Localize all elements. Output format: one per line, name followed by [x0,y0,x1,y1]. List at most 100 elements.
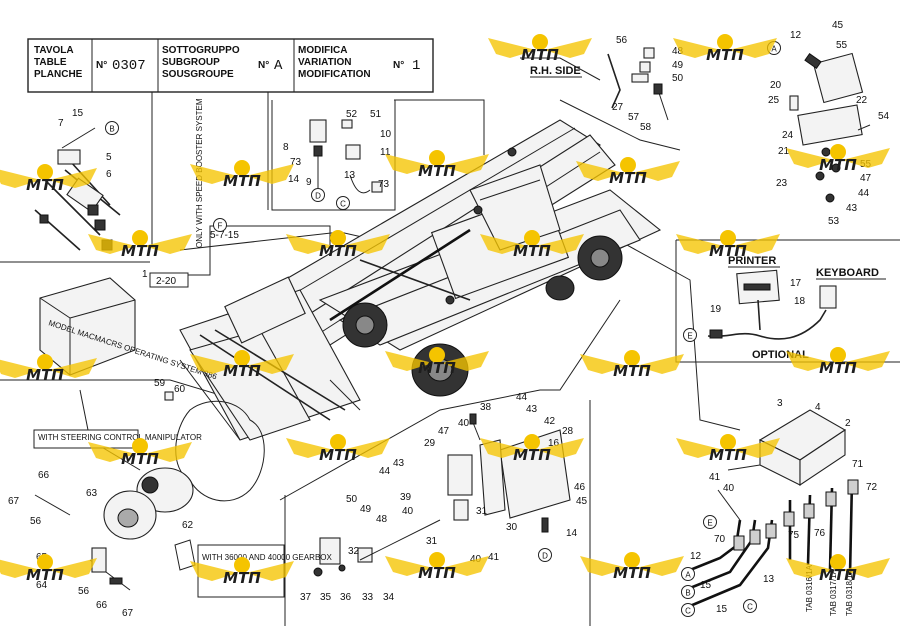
part-number-15: 15 [72,108,84,119]
part-number-18: 18 [794,296,806,307]
svg-text:МТП: МТП [819,359,857,377]
part-number-56: 56 [616,35,628,46]
header-subgroup-label: SUBGROUP [162,57,220,68]
svg-text:МТП: МТП [26,566,64,584]
svg-text:D: D [315,192,321,201]
part-number-15: 15 [716,604,728,615]
part-number-50: 50 [346,494,358,505]
part-number-76: 76 [814,528,826,539]
callout-d: D [311,188,325,202]
callout-c: C [681,603,695,617]
watermark-logo: МТП [385,347,489,377]
svg-text:МТП: МТП [26,176,64,194]
svg-text:МТП: МТП [819,156,857,174]
part-number-55: 55 [836,40,848,51]
svg-text:МТП: МТП [223,362,261,380]
part-number-31: 31 [426,536,438,547]
reach-stacker-machine [179,119,662,441]
part-number-48: 48 [376,514,388,525]
callout-e: E [683,328,697,342]
part-number-24: 24 [782,130,794,141]
part-number-45: 45 [576,496,588,507]
callout-e: E [703,515,717,529]
watermark-logo: МТП [580,350,684,380]
part-number-62: 62 [182,520,194,531]
part-number-63: 63 [86,488,98,499]
svg-text:F: F [218,222,223,231]
watermark-logo: МТП [190,160,294,190]
svg-text:МТП: МТП [418,359,456,377]
part-number-41: 41 [488,552,500,563]
callout-b: B [681,585,695,599]
part-number-44: 44 [379,466,391,477]
callout-d: D [538,548,552,562]
part-number-40: 40 [458,418,470,429]
svg-text:МТП: МТП [121,242,159,260]
part-number-32: 32 [348,546,360,557]
part-number-13: 13 [344,170,356,181]
part-number-14: 14 [288,174,300,185]
svg-text:МТП: МТП [613,362,651,380]
header-table: TAVOLA TABLE PLANCHE N° 0307 SOTTOGRUPPO… [27,38,434,93]
svg-text:МТП: МТП [513,446,551,464]
svg-text:C: C [685,607,691,616]
header-sottogruppo-label: SOTTOGRUPPO [162,45,240,56]
part-number-12: 12 [690,551,702,562]
part-number-71: 71 [852,459,864,470]
part-number-59: 59 [154,378,166,389]
header-planche-label: PLANCHE [34,69,83,80]
part-number-42: 42 [544,416,556,427]
part-number-46: 46 [574,482,586,493]
watermark-logo: МТП [0,554,97,584]
watermark-logo: МТП [286,434,390,464]
part-number-52: 52 [346,109,358,120]
part-number-40: 40 [402,506,414,517]
watermark-logo: МТП [88,230,192,260]
svg-text:МТП: МТП [319,446,357,464]
svg-text:C: C [747,603,753,612]
tab-label-0317: TAB 0317/1A [829,568,838,616]
part-number-57: 57 [628,112,640,123]
watermark-logo: МТП [676,230,780,260]
steering-note: WITH STEERING CONTROL MANIPULATOR [38,433,202,442]
part-number-9: 9 [306,177,312,188]
part-number-20: 20 [770,80,782,91]
svg-text:E: E [707,519,712,528]
svg-text:МТП: МТП [709,242,747,260]
part-number-38: 38 [480,402,492,413]
part-number-67: 67 [122,608,134,619]
part-number-13: 13 [763,574,775,585]
part-number-17: 17 [790,278,802,289]
header-modification-no-label: N° [393,60,404,71]
svg-text:МТП: МТП [706,46,744,64]
callout-b: B [105,121,119,135]
part-number-56: 56 [30,516,42,527]
svg-text:МТП: МТП [819,566,857,584]
part-number-1: 1 [142,269,148,280]
watermark-logo: МТП [385,150,489,180]
part-number-16: 16 [548,438,560,449]
watermark-layer: МТП МТП МТП МТП МТП МТП МТП МТП МТП МТП МТП МТП МТП М… [0,34,890,587]
callout-c: C [336,196,350,210]
callout-f: F [213,218,227,232]
watermark-logo: МТП [480,434,584,464]
part-number-35: 35 [320,592,332,603]
svg-text:A: A [685,571,691,580]
part-number-30: 30 [506,522,518,533]
watermark-logo: МТП [190,557,294,587]
part-number-14: 14 [566,528,578,539]
watermark-logo: МТП [385,552,489,582]
watermark-logo: МТП [488,34,592,64]
part-number-25: 25 [768,95,780,106]
part-number-34: 34 [383,592,395,603]
part-number-23: 23 [776,178,788,189]
part-number-12: 12 [790,30,802,41]
part-number-4: 4 [815,402,821,413]
rh-side-label: R.H. SIDE [530,65,581,77]
header-subgroup-no-label: N° [258,60,269,71]
reference-page: 2-20 [156,276,176,287]
part-number-73: 73 [290,157,302,168]
svg-text:МТП: МТП [223,569,261,587]
part-number-48: 48 [672,46,684,57]
part-number-54: 54 [878,111,890,122]
